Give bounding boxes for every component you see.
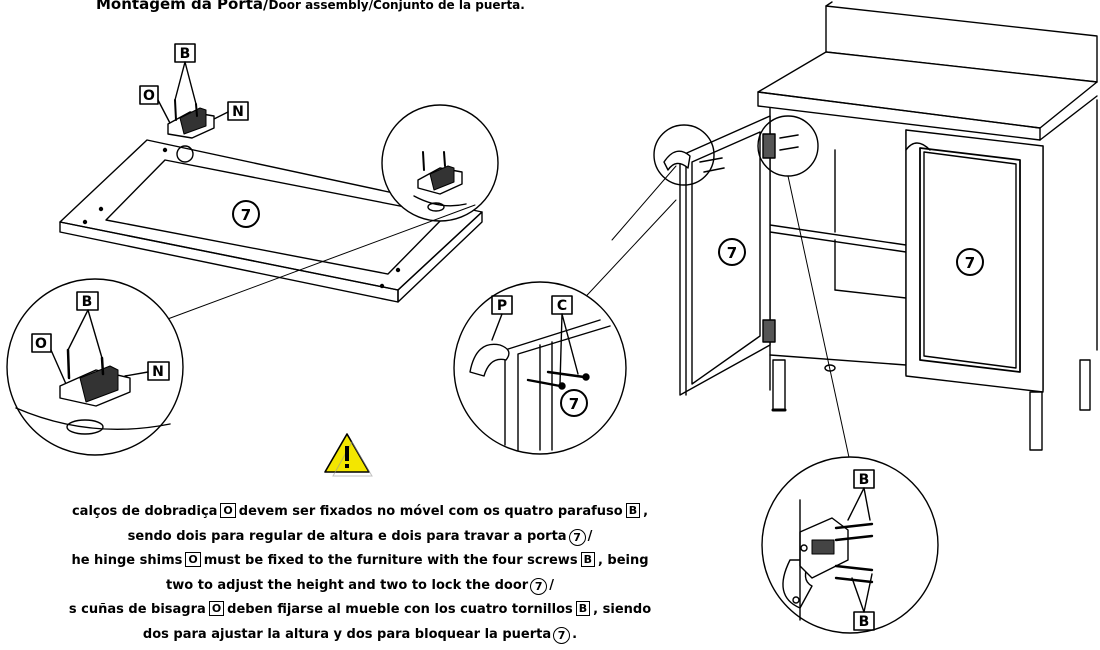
label-b-zoom: B xyxy=(82,294,93,310)
title-separator: / xyxy=(263,0,269,13)
door-ref-flat: 7 xyxy=(241,206,251,224)
door-ref-open: 7 xyxy=(727,244,737,262)
zoom-circle-handle xyxy=(453,281,627,455)
caption-line-6: dos para ajustar la altura y dos para bl… xyxy=(142,626,578,644)
warning-triangle-icon xyxy=(324,433,373,477)
cabinet-assembly xyxy=(653,1,1098,451)
zoom-circle-hinge-shims xyxy=(6,278,184,456)
label-c: C xyxy=(557,298,567,314)
caption-line-2: sendo dois para regular de altura e dois… xyxy=(127,528,593,546)
hinge-detail-top-left xyxy=(139,43,249,139)
label-b-hinge-top: B xyxy=(859,472,870,488)
title-sub: Door assembly/Conjunto de la puerta. xyxy=(268,0,525,12)
label-b-top: B xyxy=(180,46,191,62)
label-n-top: N xyxy=(232,104,244,120)
title-main: Montagem da Porta xyxy=(96,0,264,13)
label-o-top: O xyxy=(143,88,155,104)
door-ref-zoom: 7 xyxy=(569,395,579,413)
label-o-zoom: O xyxy=(35,336,47,352)
label-n-zoom: N xyxy=(152,364,164,380)
zoom-circle-door-hinge xyxy=(381,104,499,222)
page-title: Montagem da Porta/Door assembly/Conjunto… xyxy=(96,0,696,16)
label-b-hinge-bottom: B xyxy=(859,614,870,630)
door-ref-closed: 7 xyxy=(965,254,975,272)
label-p: P xyxy=(497,298,507,314)
zoom-circle-cabinet-hinge xyxy=(761,456,939,634)
caption-line-4: two to adjust the height and two to lock… xyxy=(166,577,554,595)
